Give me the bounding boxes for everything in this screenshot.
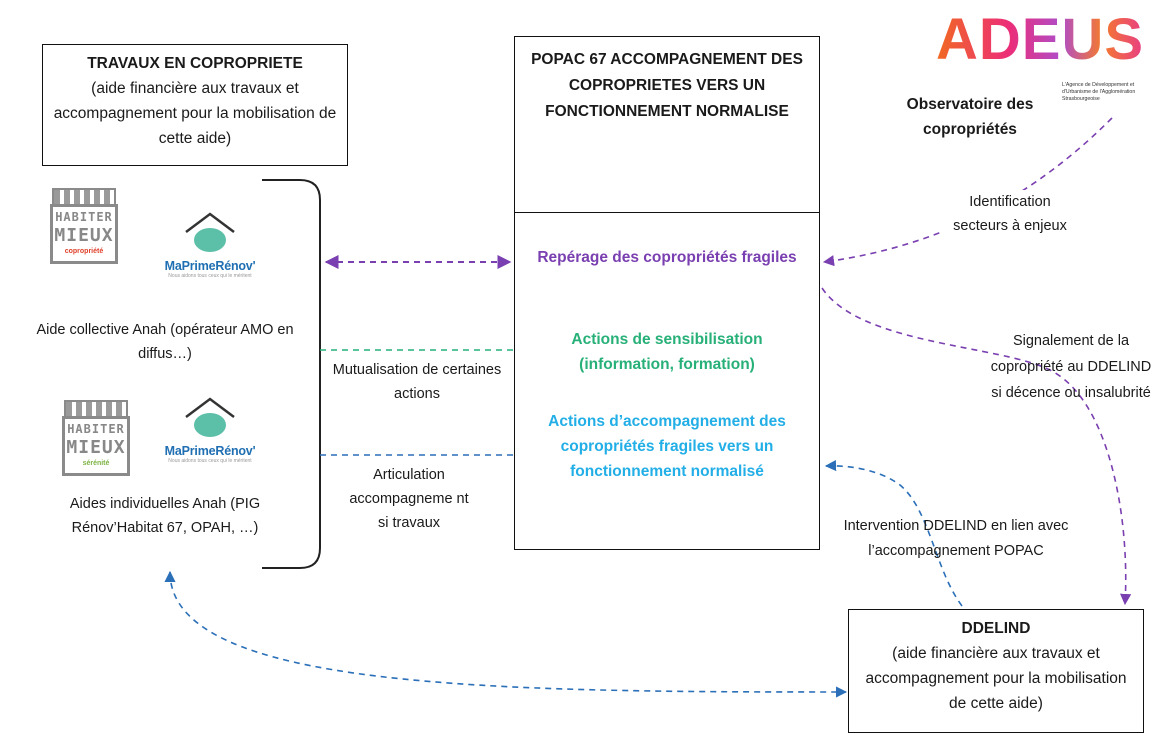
observatoire-label: Observatoire des copropriétés [906,96,1034,138]
popac-action-accompagnement: Actions d’accompagnement des copropriété… [548,413,786,480]
mpr-name: MaPrimeRénov' [164,259,256,273]
mieux-word-2: MIEUX [66,437,126,458]
copropriete-word: copropriété [64,248,104,255]
arrow-intervention [824,459,963,607]
label-mutualisation: Mutualisation de certaines actions [332,362,502,402]
ddelind-title: DDELIND [961,620,1031,637]
mpr-name-2: MaPrimeRénov' [164,444,256,458]
label-signalement: Signalement de la copropriété au DDELIND… [990,333,1152,401]
maprimerenov-logo-2: MaPrimeRénov' Nous aidons tous ceux qui … [150,395,270,465]
travaux-box: TRAVAUX EN COPROPRIETE (aide financière … [42,44,348,166]
house-icon [185,397,235,437]
mieux-word: MIEUX [54,225,114,246]
habiter-word: HABITER [55,210,113,224]
travaux-title: TRAVAUX EN COPROPRIETE [87,55,303,72]
adeus-logo: ADEUS [936,7,1145,72]
popac-action-sensibilisation: Actions de sensibilisation (information,… [571,331,763,373]
popac-header: POPAC 67 ACCOMPAGNEMENT DES COPROPRIETES… [515,37,819,213]
habiter-mieux-serenite-logo: HABITER MIEUX sérénité [62,400,130,476]
arrow-ddelind-aides [164,570,848,698]
maprimerenov-logo: MaPrimeRénov' Nous aidons tous ceux qui … [150,210,270,280]
label-identification: Identification secteurs à enjeux [940,190,1080,238]
label-articulation: Articulation accompagneme nt si travaux [349,467,469,531]
mpr-tagline-2: Nous aidons tous ceux qui le méritent [168,458,252,464]
habiter-word-2: HABITER [67,422,125,436]
ddelind-desc: (aide financière aux travaux et accompag… [865,645,1127,712]
popac-action-reperage: Repérage des copropriétés fragiles [537,249,797,266]
label-intervention: Intervention DDELIND en lien avec l’acco… [843,518,1069,559]
adeus-subtitle: L'Agence de Développement et d'Urbanisme… [1062,82,1136,102]
habiter-mieux-copropriete-logo: HABITER MIEUX copropriété [50,188,118,264]
caption-aide-collective: Aide collective Anah (opérateur AMO en d… [36,322,294,362]
mpr-tagline: Nous aidons tous ceux qui le méritent [168,273,252,279]
caption-aides-individuelles: Aides individuelles Anah (PIG Rénov’Habi… [69,496,261,536]
house-icon [185,212,235,252]
travaux-desc: (aide financière aux travaux et accompag… [53,80,337,147]
bracket [262,179,321,569]
popac-title: POPAC 67 ACCOMPAGNEMENT DES COPROPRIETES… [531,51,803,120]
arrow-signalement [821,287,1132,606]
ddelind-box: DDELIND (aide financière aux travaux et … [848,609,1144,733]
popac-box: POPAC 67 ACCOMPAGNEMENT DES COPROPRIETES… [514,36,820,550]
serenite-word: sérénité [82,460,110,467]
